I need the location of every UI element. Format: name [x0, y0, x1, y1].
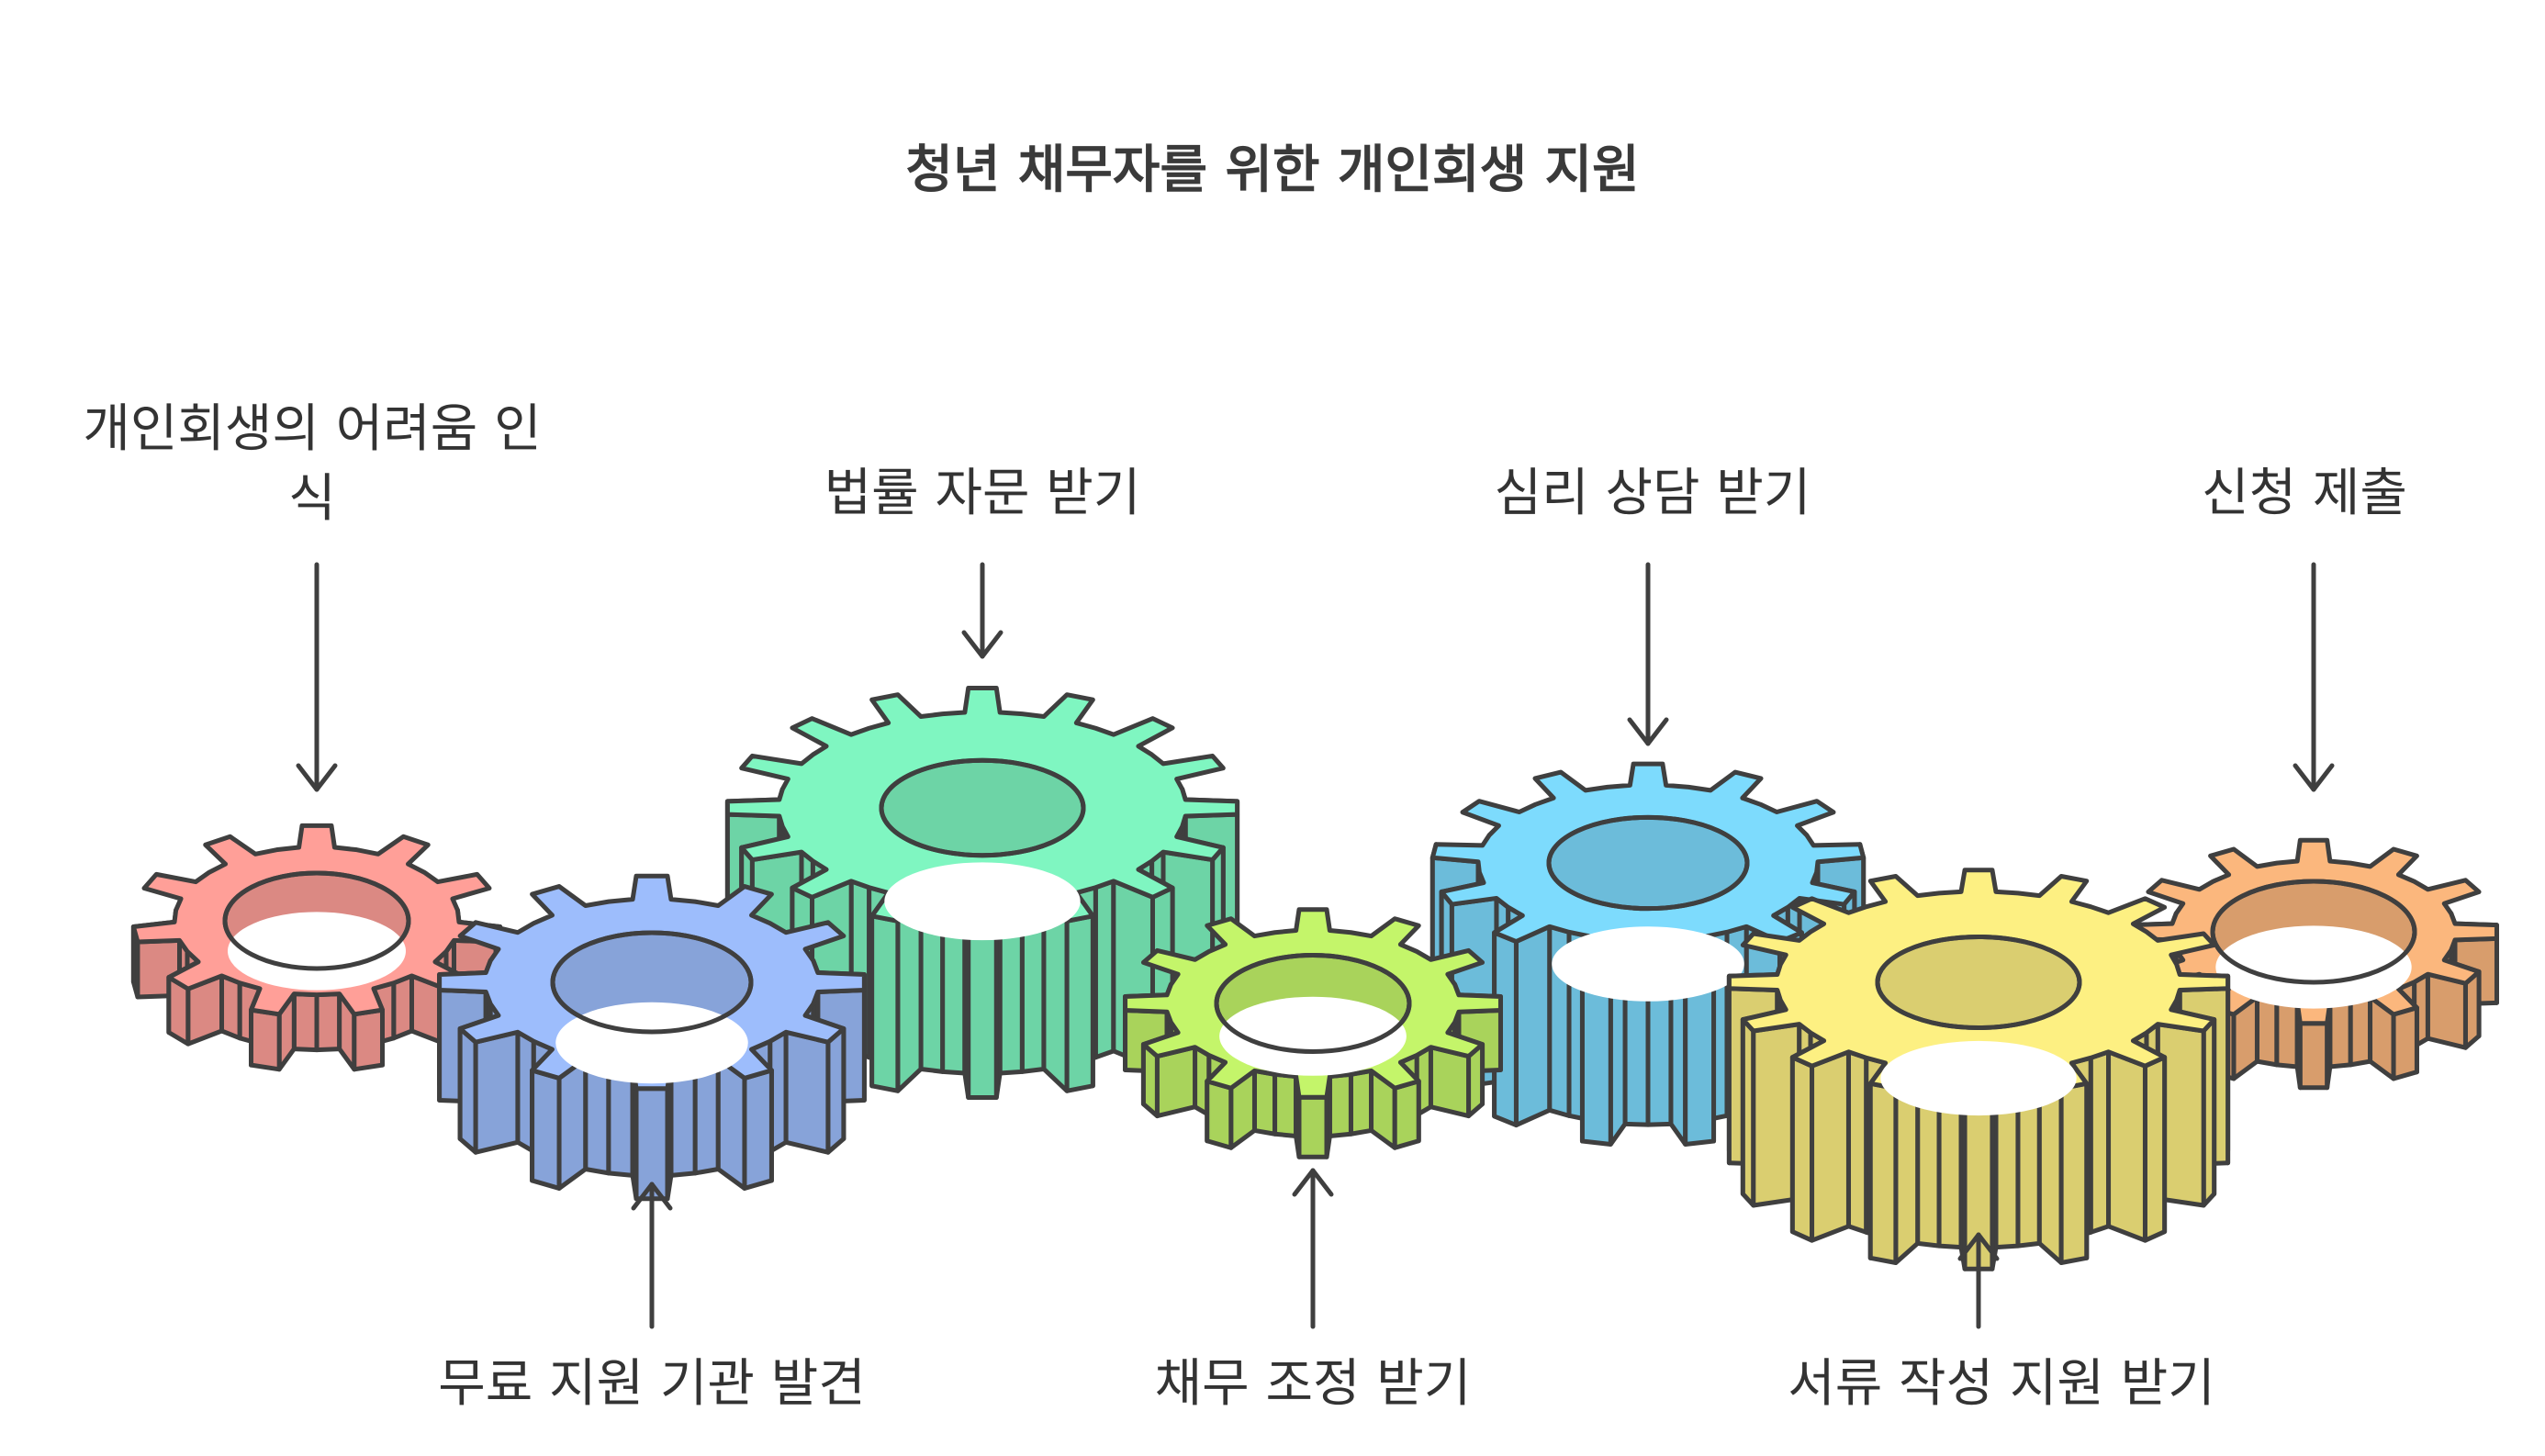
gear-side-face	[1867, 1081, 1899, 1265]
gear-hole-opening	[555, 1002, 748, 1084]
gear-side-face	[2297, 1021, 2330, 1091]
gear-hole-rim	[222, 870, 411, 971]
gear-side-face	[1392, 1079, 1421, 1150]
step-6-label: 서류 작성 지원 받기	[1788, 1354, 2215, 1414]
arrow-step-1	[296, 562, 338, 792]
step-2-label: 무료 지원 기관 발견	[438, 1354, 866, 1414]
gear-side-face	[1513, 924, 1553, 1128]
gear-side-face	[1348, 1068, 1374, 1137]
gear-hole-rim	[550, 930, 754, 1035]
gear-side-face	[249, 1007, 282, 1072]
gear-side-face	[783, 1029, 831, 1155]
gear-side-face	[869, 913, 901, 1093]
arrow-step-6	[1957, 1232, 2000, 1329]
gear-side-face	[219, 973, 242, 1041]
gear-side-face	[2058, 1081, 2090, 1265]
gear-side-face	[2348, 994, 2373, 1068]
step-1-label-line2: 식	[288, 469, 336, 529]
arrow-step-7	[2293, 562, 2335, 792]
gear-side-face	[1154, 1045, 1198, 1119]
gear-2	[437, 873, 867, 1202]
gear-side-face	[1810, 1049, 1851, 1243]
gear-side-face	[2106, 1049, 2147, 1243]
step-4-label: 채무 조정 받기	[1154, 1354, 1472, 1414]
diagram-title: 청년 채무자를 위한 개인회생 지원	[905, 140, 1640, 200]
arrow-step-3	[961, 562, 1003, 659]
gear-side-face	[457, 1025, 478, 1155]
gear-side-face	[1093, 879, 1116, 1060]
step-1-label-line1: 개인회생의 어려움 인	[83, 399, 542, 459]
gear-side-face	[742, 1068, 774, 1191]
step-5-label: 심리 상담 받기	[1494, 464, 1811, 523]
gear-side-face	[1845, 1049, 1869, 1235]
gear-side-face	[2327, 998, 2353, 1070]
arrow-step-5	[1627, 562, 1669, 746]
gear-side-face	[2088, 1049, 2112, 1235]
gear-side-face	[556, 1057, 589, 1191]
gear-side-face	[1789, 1055, 1815, 1243]
gear-side-face	[715, 1057, 747, 1191]
gear-hole-rim	[2210, 879, 2417, 985]
gear-side-face	[2425, 971, 2468, 1050]
gear-side-face	[1205, 1079, 1234, 1150]
gear-hole-rim	[1546, 814, 1750, 912]
gear-hole-opening	[1880, 1040, 2077, 1116]
gear-hole-opening	[1552, 926, 1744, 1002]
gear-side-face	[1251, 1068, 1278, 1137]
gear-side-face	[2254, 994, 2280, 1068]
gear-side-face	[1428, 1045, 1472, 1119]
gear-hole-opening	[884, 862, 1081, 941]
gear-side-face	[1327, 1071, 1353, 1138]
gear-hole-opening	[1219, 996, 1407, 1076]
gear-side-face	[825, 1025, 846, 1155]
gear-6	[1726, 868, 2231, 1271]
gear-hole-rim	[1214, 953, 1412, 1054]
gear-side-face	[1272, 1071, 1299, 1138]
step-3-label: 법률 자문 받기	[824, 464, 1141, 523]
gear-side-face	[391, 973, 414, 1041]
gear-side-face	[291, 991, 320, 1053]
gear-side-face	[314, 991, 342, 1053]
gear-side-face	[2274, 998, 2300, 1070]
step-7-label: 신청 제출	[2202, 464, 2407, 523]
gear-hole-rim	[1875, 935, 2082, 1030]
arrow-step-4	[1292, 1168, 1334, 1329]
gear-4	[1123, 907, 1503, 1159]
gear-side-face	[1064, 913, 1095, 1093]
gear-hole-rim	[879, 757, 1086, 858]
gear-side-face	[2142, 1055, 2168, 1243]
gear-side-face	[473, 1029, 521, 1155]
step-1-label: 개인회생의 어려움 인 식	[37, 395, 588, 534]
gear-side-face	[1296, 1094, 1329, 1159]
gear-side-face	[2391, 1005, 2419, 1081]
arrow-step-2	[631, 1182, 673, 1329]
gear-hole-opening	[2215, 925, 2412, 1009]
gear-3	[724, 686, 1240, 1100]
gear-hole-opening	[228, 912, 406, 991]
gear-side-face	[352, 1007, 385, 1072]
gear-side-face	[530, 1068, 562, 1191]
gear-side-face	[966, 924, 999, 1100]
